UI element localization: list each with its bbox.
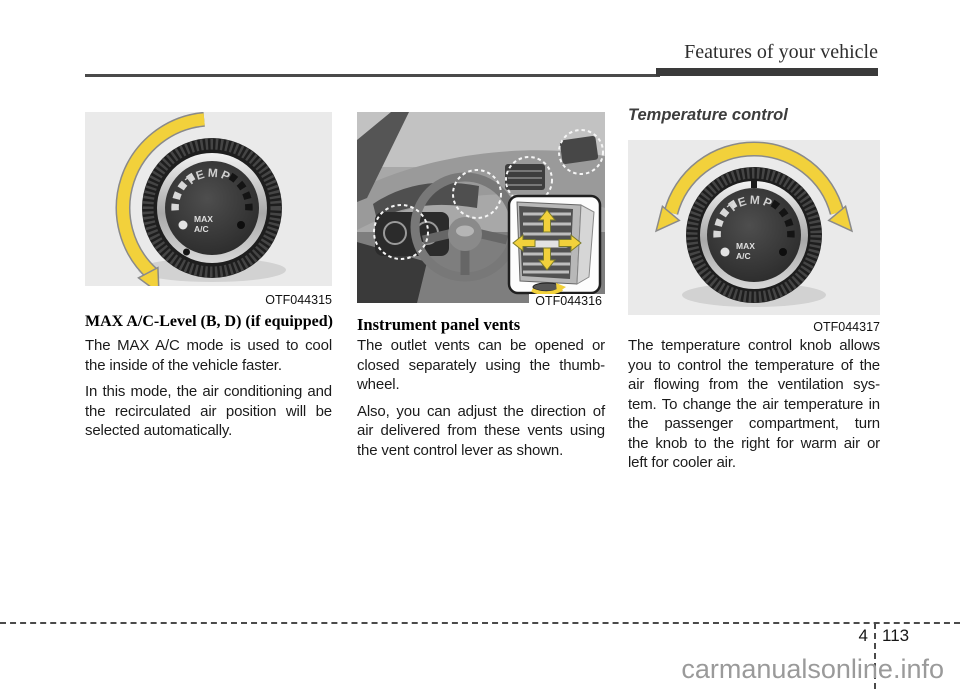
chapter-number: 4 xyxy=(858,626,868,645)
paragraph-line: closed separately using the thumb- xyxy=(357,356,605,374)
side-vent xyxy=(559,135,599,165)
paragraph-line: The temperature control knob allows xyxy=(628,337,880,354)
paragraph: In this mode, the air conditioning and t… xyxy=(85,382,332,441)
figure-panel-vents xyxy=(357,112,605,303)
warm-tick-marks xyxy=(228,172,253,216)
paragraph-line: left for cooler air. xyxy=(628,454,736,471)
cool-tick-marks xyxy=(713,199,738,243)
dashboard-photo xyxy=(357,112,605,303)
ac-label: A/C xyxy=(736,251,751,261)
paragraph-line: the passenger compartment, turn xyxy=(628,415,880,432)
header-rule-thick xyxy=(656,68,878,76)
warm-end-dot xyxy=(779,248,787,256)
rotate-both-arrow-icon xyxy=(654,141,854,233)
temp-control-body: The temperature control knob allows you … xyxy=(628,336,880,473)
paragraph-line: air delivered from these vents using xyxy=(357,422,605,439)
figure-caption: OTF044316 xyxy=(357,294,605,309)
max-label: MAX xyxy=(736,241,755,251)
knob-face xyxy=(165,161,259,255)
figure-caption: OTF044315 xyxy=(265,293,332,307)
footer-dashed-rule xyxy=(0,622,960,624)
paragraph-line: the knob to the right for warm air or xyxy=(628,434,880,452)
steering-badge xyxy=(456,225,474,237)
max-label: MAX xyxy=(194,214,213,224)
paragraph-line: The outlet vents can be opened or xyxy=(357,337,605,354)
footer-page-divider xyxy=(874,623,876,689)
temp-knob: TEMP MAX A/C xyxy=(654,141,854,303)
thumbwheel-arrow-icon xyxy=(531,283,566,296)
paragraph: The MAX A/C mode is used to cool the ins… xyxy=(85,336,332,375)
direction-arrows-icon xyxy=(512,209,582,271)
panel-vents-body: The outlet vents can be opened or closed… xyxy=(357,336,605,460)
paragraph-line: you to control the temperature of the xyxy=(628,356,880,374)
cool-tick-marks xyxy=(171,172,196,216)
knob-face xyxy=(707,188,801,282)
warm-end-dot xyxy=(237,221,245,229)
paragraph-line: The MAX A/C mode is used to cool xyxy=(85,337,332,354)
temp-knob-illustration: TEMP MAX A/C xyxy=(115,112,286,286)
paragraph-line: the recirculated air position will be xyxy=(85,402,332,420)
section-heading-panel-vents: Instrument panel vents xyxy=(357,315,521,334)
paragraph-line: air flowing from the ventilation sys- xyxy=(628,376,880,393)
temp-knob-illustration: TEMP MAX A/C xyxy=(654,141,854,307)
paragraph: The temperature control knob allows you … xyxy=(628,336,880,473)
page-header-title: Features of your vehicle xyxy=(684,41,878,63)
vent-highlight-circles xyxy=(373,129,604,260)
temp-knob: TEMP MAX A/C xyxy=(115,112,282,286)
paragraph-line: tem. To change the air temperature in xyxy=(628,395,880,413)
paragraph-line: selected automatically. xyxy=(85,422,233,439)
header-rule-thin xyxy=(85,74,660,77)
paragraph: Also, you can adjust the direction of ai… xyxy=(357,402,605,461)
position-notch xyxy=(751,179,757,188)
vent-inset xyxy=(507,194,602,296)
warm-tick-marks xyxy=(770,199,795,243)
figure-temp-control-knob: TEMP MAX A/C xyxy=(628,140,880,315)
knurled-ring xyxy=(142,138,282,278)
figure-caption-text: OTF044316 xyxy=(529,294,605,309)
paragraph-line: the inside of the vehicle faster. xyxy=(85,356,282,374)
position-notch xyxy=(183,248,190,256)
center-vent xyxy=(505,164,545,190)
watermark: carmanualsonline.info xyxy=(681,654,944,684)
paragraph-line: In this mode, the air conditioning and xyxy=(85,383,332,400)
paragraph-line: Also, you can adjust the direction of xyxy=(357,402,605,420)
a-pillar xyxy=(357,112,409,202)
ac-label: A/C xyxy=(194,224,209,234)
paragraph: The outlet vents can be opened or closed… xyxy=(357,336,605,395)
max-ac-body: The MAX A/C mode is used to cool the ins… xyxy=(85,336,332,441)
max-ac-dot xyxy=(720,247,730,257)
figure-caption: OTF044317 xyxy=(813,320,880,334)
paragraph-line: wheel. xyxy=(357,376,400,393)
section-heading-temperature-control: Temperature control xyxy=(628,106,788,124)
knurled-ring xyxy=(686,167,822,303)
paragraph-line: the vent control lever as shown. xyxy=(357,441,564,459)
section-heading-max-ac: MAX A/C-Level (B, D) (if equipped) xyxy=(85,313,333,330)
figure-max-ac-knob: TEMP MAX A/C xyxy=(85,112,332,286)
page-number: 113 xyxy=(882,626,910,645)
max-ac-dot xyxy=(178,220,188,230)
rotate-left-arrow-icon xyxy=(115,112,205,286)
